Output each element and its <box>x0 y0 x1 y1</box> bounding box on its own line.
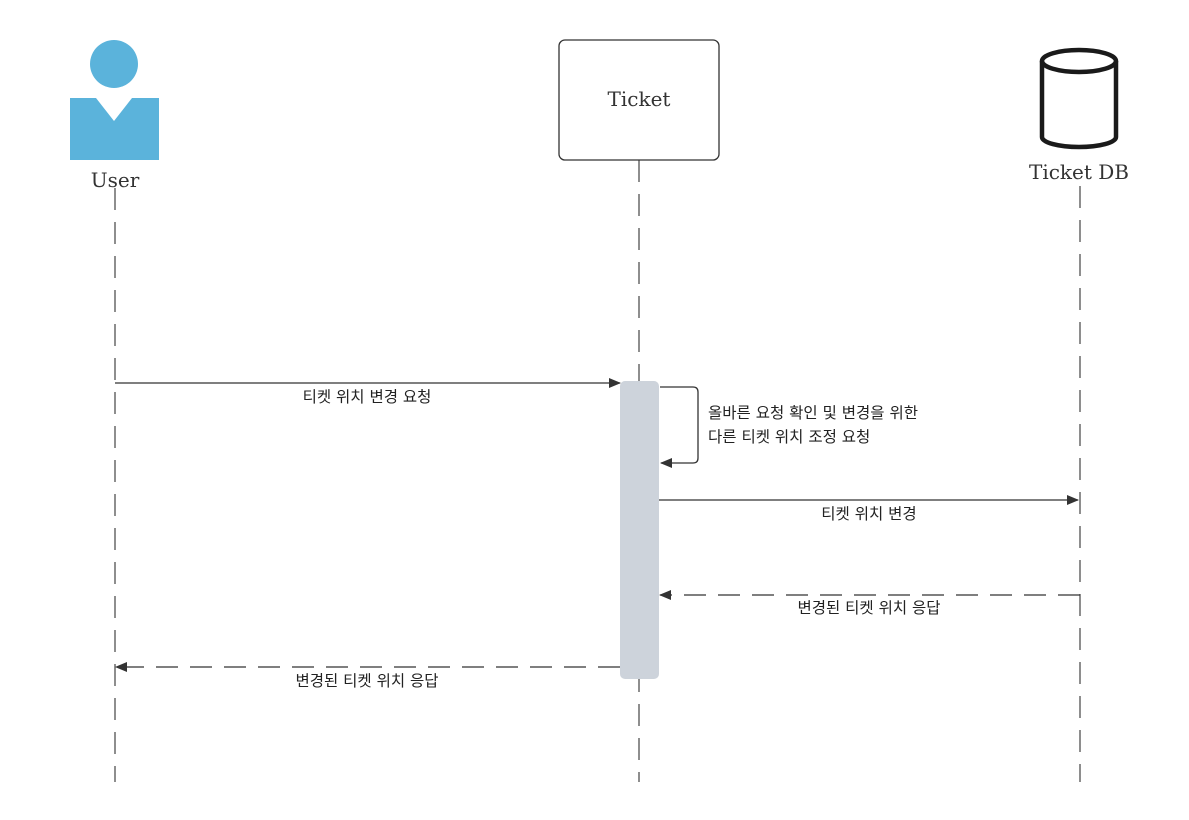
ticket-db-label: Ticket DB <box>1029 160 1129 184</box>
ticket-box <box>558 39 720 161</box>
ticket-participant[interactable]: Ticket <box>558 39 720 161</box>
message-user-response-label: 변경된 티켓 위치 응답 <box>295 672 438 690</box>
self-call-label-line2: 다른 티켓 위치 조정 요청 <box>708 428 870 446</box>
ticket-label: Ticket <box>608 87 671 111</box>
ticket-activation-bar <box>620 381 659 679</box>
self-call-label-line1: 올바른 요청 확인 및 변경을 위한 <box>708 404 918 422</box>
message-update-label: 티켓 위치 변경 <box>821 505 916 523</box>
database-icon <box>1039 47 1119 150</box>
self-call-arrow <box>660 386 699 468</box>
ticket-db-participant[interactable]: Ticket DB <box>1029 47 1129 184</box>
user-actor[interactable]: User <box>70 40 159 192</box>
user-label: User <box>91 168 140 192</box>
message-request-label: 티켓 위치 변경 요청 <box>303 388 432 406</box>
message-db-response-label: 변경된 티켓 위치 응답 <box>797 599 940 617</box>
user-icon <box>70 40 159 160</box>
